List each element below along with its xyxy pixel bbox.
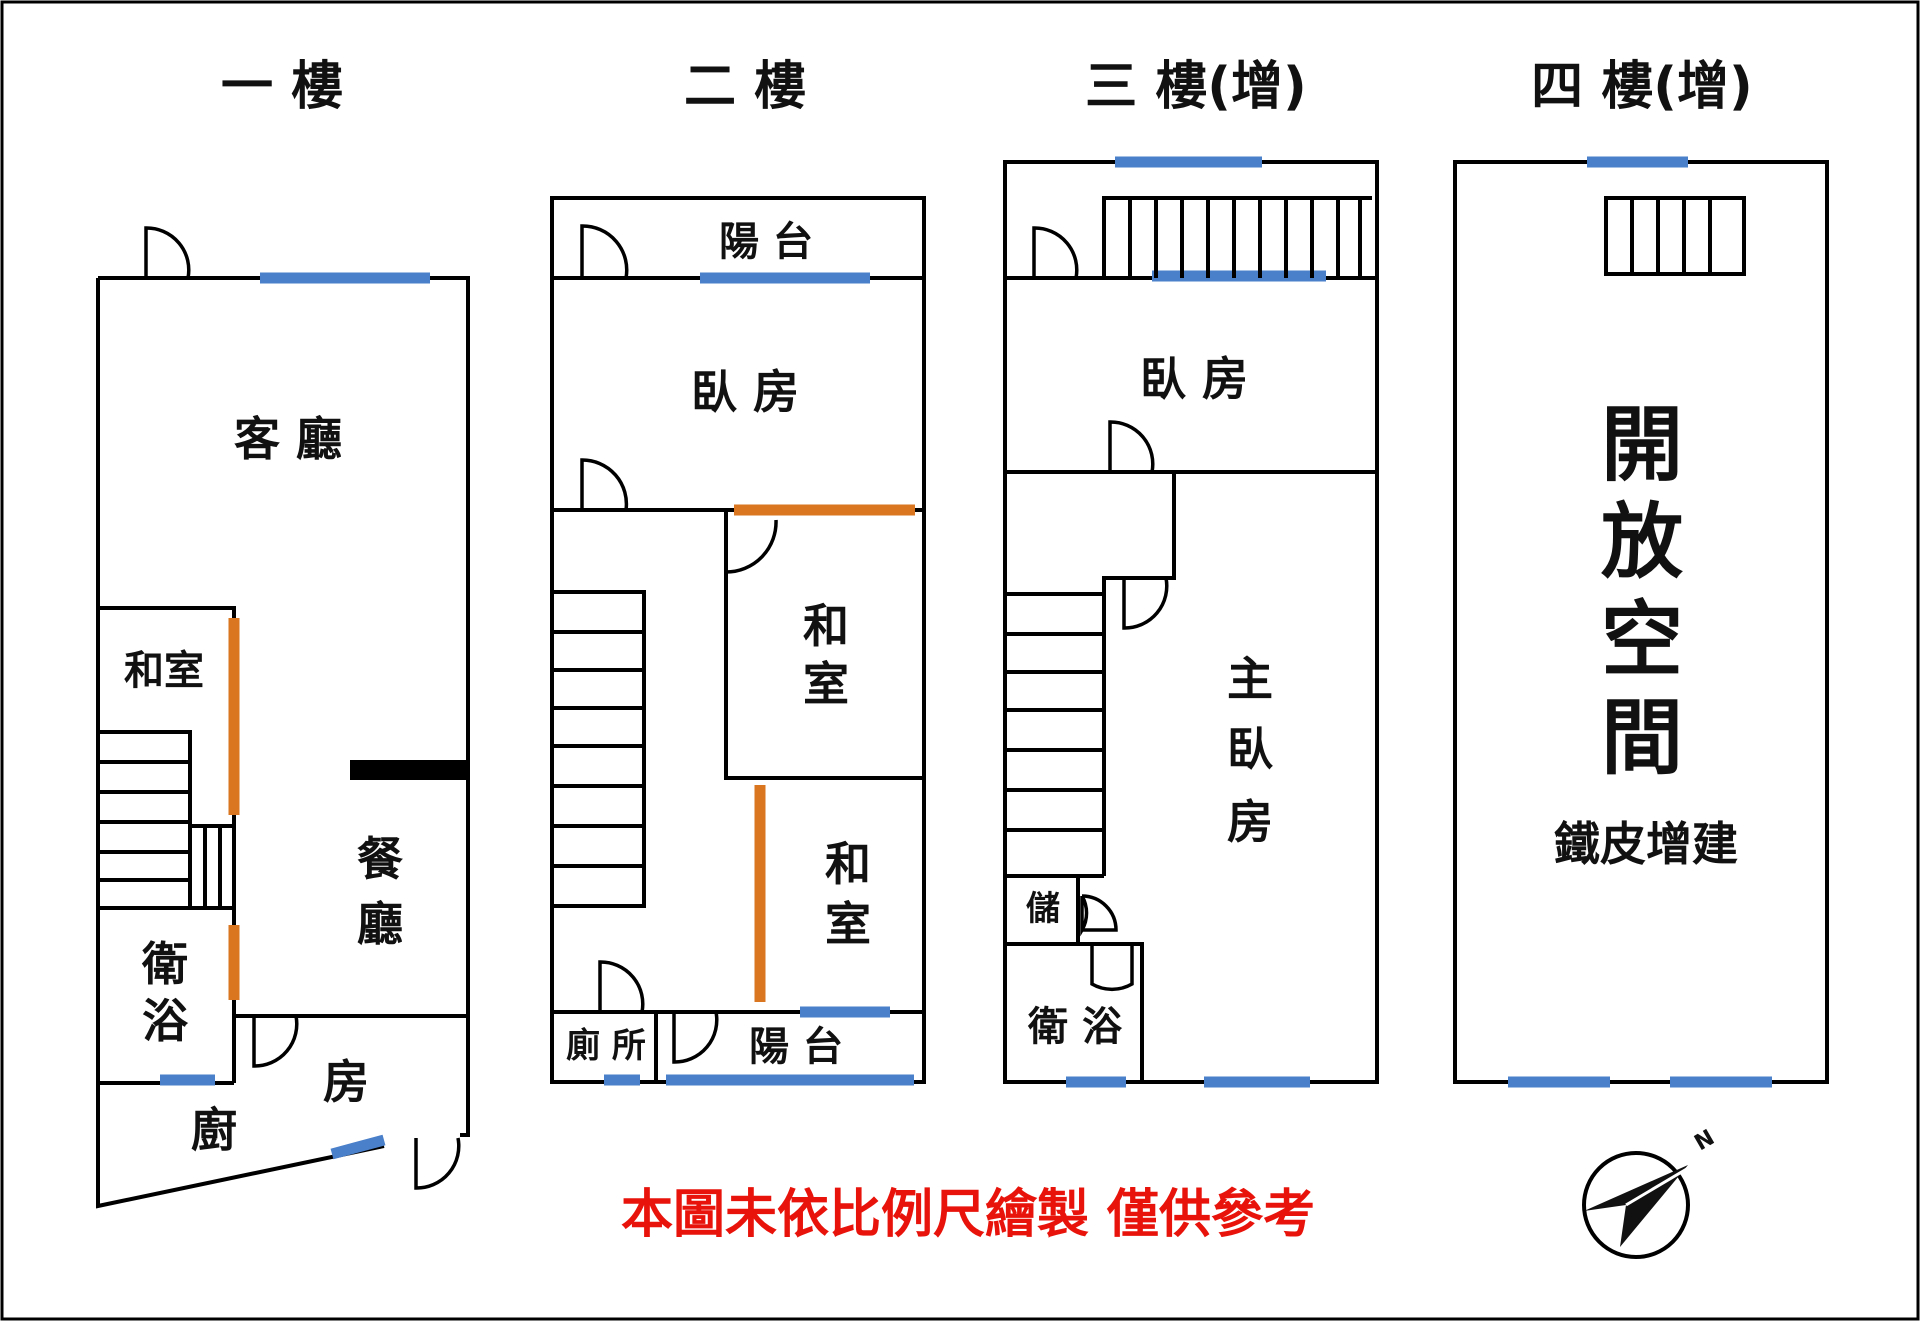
room-open-4: 間 — [1601, 691, 1683, 786]
room-washitsu-a-2: 室 — [803, 657, 849, 711]
room-balcony-bottom: 陽 台 — [749, 1024, 843, 1070]
room-toilet: 廁 所 — [566, 1026, 646, 1066]
room-extension: 鐵皮增建 — [1554, 817, 1738, 871]
room-bedroom: 臥 房 — [1140, 352, 1248, 406]
window — [330, 1134, 386, 1160]
door — [1108, 420, 1155, 473]
door — [724, 519, 778, 574]
room-room: 房 — [323, 1055, 369, 1109]
room-open-2: 放 — [1601, 495, 1683, 590]
door-back — [414, 1137, 461, 1190]
floor-3-title: 三 樓(增) — [1085, 57, 1307, 117]
door — [672, 1011, 719, 1064]
room-washitsu-b-2: 室 — [825, 897, 871, 951]
floor-1-title: 一 樓 — [221, 57, 343, 117]
floor-1: 一 樓 客 廳 和室 餐 — [96, 57, 470, 1209]
door — [252, 1015, 299, 1068]
compass-label: N — [1691, 1125, 1719, 1156]
door — [580, 224, 629, 279]
room-master-3: 房 — [1227, 795, 1273, 849]
door — [580, 458, 629, 511]
room-master-1: 主 — [1227, 652, 1273, 706]
disclaimer-note: 本圖未依比例尺繪製 僅供參考 — [621, 1185, 1315, 1245]
room-open-1: 開 — [1601, 398, 1683, 493]
door — [1122, 577, 1169, 630]
room-bath: 衛 浴 — [1027, 1004, 1123, 1050]
room-balcony-top: 陽 台 — [719, 219, 813, 265]
floor-4: 四 樓(增) 開 放 空 間 鐵皮增建 — [1453, 57, 1829, 1088]
door-entry — [144, 226, 191, 279]
room-washitsu-a-1: 和 — [803, 599, 849, 653]
room-dining-1: 餐 — [357, 832, 404, 886]
floor-3: 三 樓(增) — [1003, 57, 1379, 1088]
floor-2: 二 樓 陽 台 臥 房 和 室 和 室 — [550, 57, 926, 1086]
room-dining-2: 廳 — [357, 897, 403, 951]
room-bath-2: 浴 — [142, 994, 189, 1048]
door — [598, 960, 645, 1013]
floor-4-title: 四 樓(增) — [1531, 57, 1753, 117]
room-living: 客 廳 — [234, 412, 342, 466]
partition — [350, 760, 468, 780]
room-kitchen: 廚 — [191, 1103, 237, 1157]
room-washitsu: 和室 — [124, 648, 204, 694]
door — [1081, 894, 1118, 932]
room-storage: 儲 — [1026, 889, 1060, 929]
room-bedroom: 臥 房 — [691, 365, 799, 419]
door — [1032, 226, 1079, 279]
room-master-2: 臥 — [1227, 722, 1273, 776]
room-washitsu-b-1: 和 — [825, 837, 871, 891]
room-bath-1: 衛 — [141, 937, 188, 991]
floor-2-title: 二 樓 — [684, 57, 806, 117]
room-open-3: 空 — [1601, 593, 1683, 688]
north-arrow-icon: N — [1582, 1125, 1719, 1259]
